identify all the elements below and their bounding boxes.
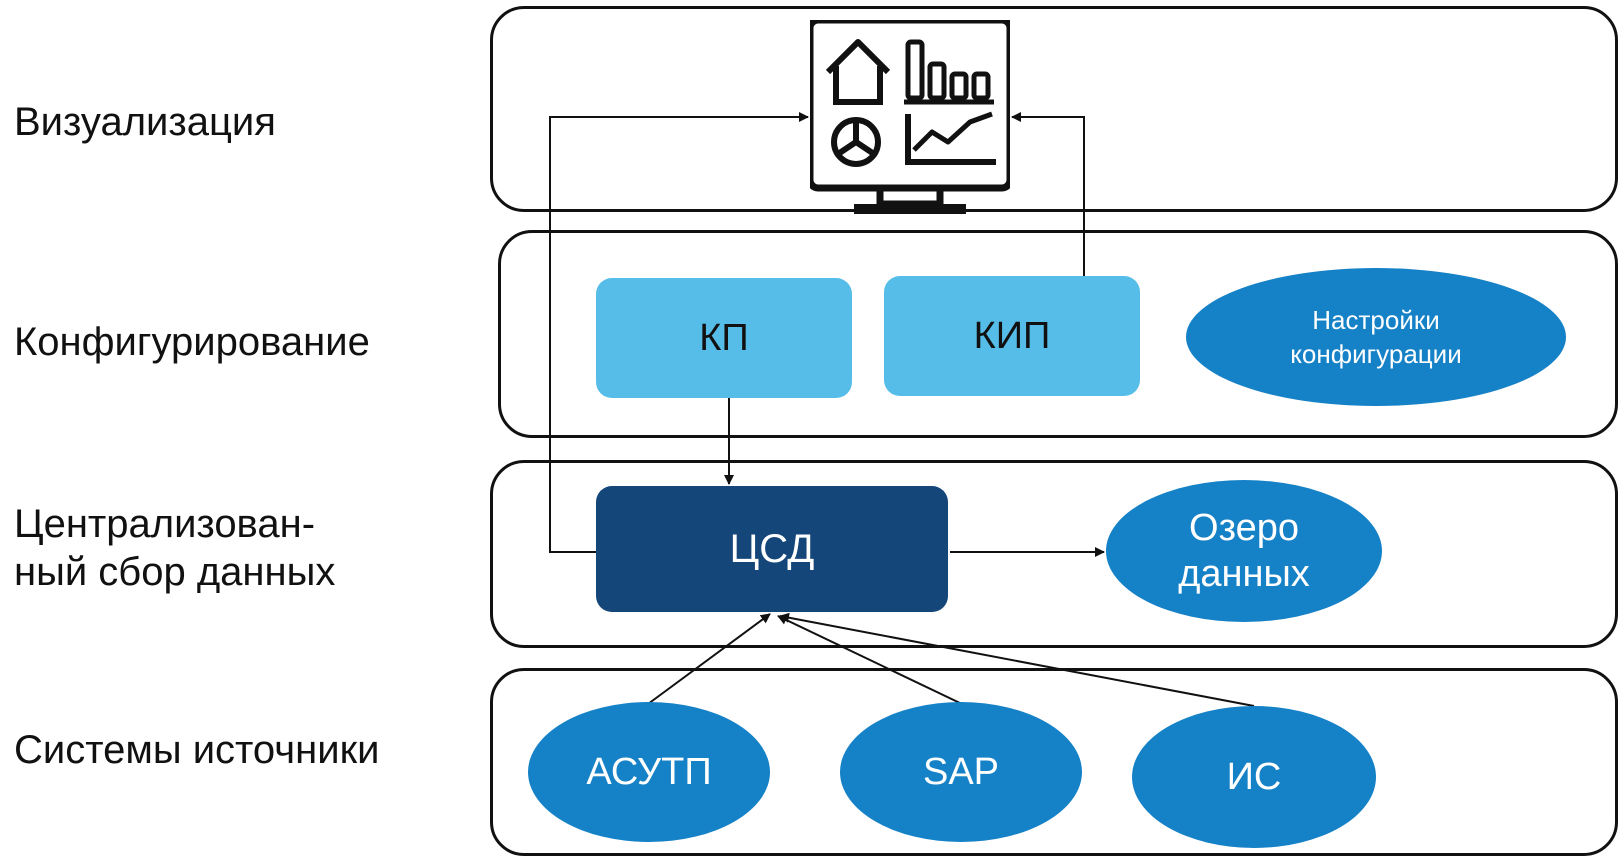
arrow-is-to-csd — [779, 612, 1255, 707]
layer-label-collection-line1: Централизован- — [14, 502, 316, 546]
node-csd[interactable]: ЦСД — [596, 486, 948, 612]
node-data-lake-line1: Озеро — [1189, 507, 1299, 549]
arrow-sap-to-csd — [777, 615, 963, 705]
node-config-settings-line2: конфигурации — [1290, 339, 1462, 369]
node-kip[interactable]: КИП — [884, 276, 1140, 396]
layer-label-collection: Централизован- ный сбор данных — [14, 500, 335, 596]
node-data-lake-line2: данных — [1178, 553, 1310, 595]
node-data-lake[interactable]: Озеро данных — [1106, 480, 1382, 622]
node-config-settings[interactable]: Настройки конфигурации — [1186, 268, 1566, 406]
layer-label-configuration: Конфигурирование — [14, 320, 370, 364]
node-is[interactable]: ИС — [1132, 706, 1376, 848]
layer-label-collection-line2: ный сбор данных — [14, 550, 336, 594]
node-sap[interactable]: SAP — [840, 702, 1082, 842]
dashboard-monitor-icon — [806, 16, 1014, 214]
node-asutp[interactable]: АСУТП — [528, 702, 770, 842]
node-kp[interactable]: КП — [596, 278, 852, 398]
layer-label-visualization: Визуализация — [14, 100, 276, 144]
lane-visualization — [490, 6, 1618, 212]
arrow-csd-to-visualization — [549, 112, 809, 553]
arrow-kip-to-visualization — [1011, 112, 1085, 276]
layer-label-sources: Системы источники — [14, 728, 380, 772]
arrow-asutp-to-csd — [647, 613, 771, 705]
node-config-settings-line1: Настройки — [1312, 305, 1440, 335]
